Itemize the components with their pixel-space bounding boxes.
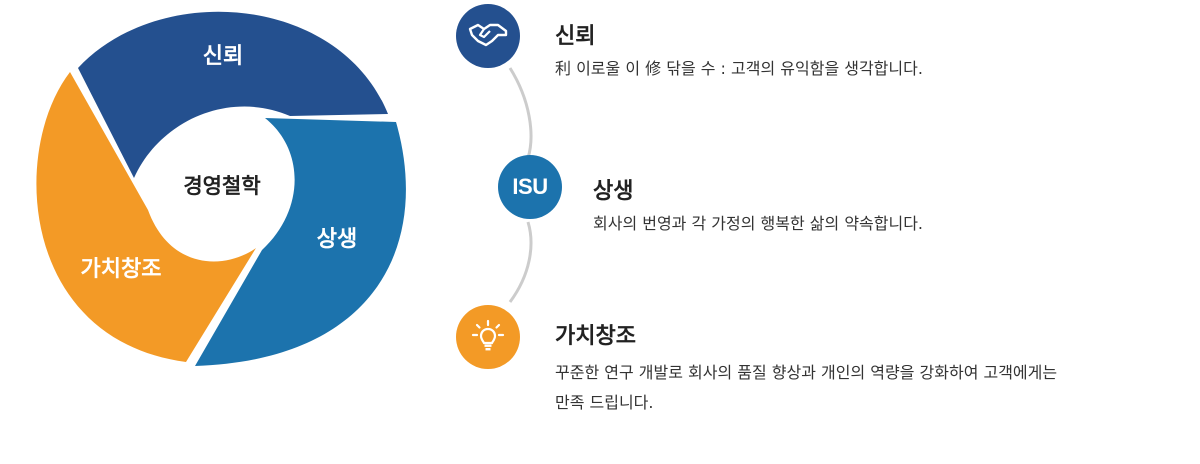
segment-label-trust: 신뢰 xyxy=(203,44,243,69)
value-creation-description-line2: 만족 드립니다. xyxy=(555,393,654,412)
value-node xyxy=(456,305,520,369)
trust-title: 신뢰 xyxy=(555,24,596,49)
value-creation-description-line1: 꾸준한 연구 개발로 회사의 품질 향상과 개인의 역량을 강화하여 고객에게는 xyxy=(555,363,1058,382)
trust-description: 利 이로울 이 修 닦을 수 : 고객의 유익함을 생각합니다. xyxy=(555,59,923,78)
coexistence-description: 회사의 번영과 각 가정의 행복한 삶의 약속합니다. xyxy=(593,214,924,233)
segment-trust xyxy=(78,11,388,179)
segment-label-value-creation: 가치창조 xyxy=(81,257,162,282)
isu-badge: ISU xyxy=(512,174,548,199)
segment-value-creation xyxy=(36,72,256,362)
connector-lower xyxy=(508,221,533,303)
segment-coexistence xyxy=(195,118,406,366)
trust-node xyxy=(456,4,520,68)
isu-node: ISU xyxy=(498,155,562,219)
handshake-icon xyxy=(468,23,508,47)
connector-arc xyxy=(508,67,533,303)
center-label: 경영철학 xyxy=(183,174,260,198)
philosophy-donut-diagram: 신뢰 상생 가치창조 경영철학 xyxy=(36,11,406,366)
segment-label-coexistence: 상생 xyxy=(317,227,357,252)
value-creation-title: 가치창조 xyxy=(555,324,636,349)
connector-upper xyxy=(508,67,533,159)
coexistence-title: 상생 xyxy=(593,179,634,204)
lightbulb-icon xyxy=(471,319,505,351)
value-creation-description: 꾸준한 연구 개발로 회사의 품질 향상과 개인의 역량을 강화하여 고객에게는… xyxy=(555,358,1057,418)
